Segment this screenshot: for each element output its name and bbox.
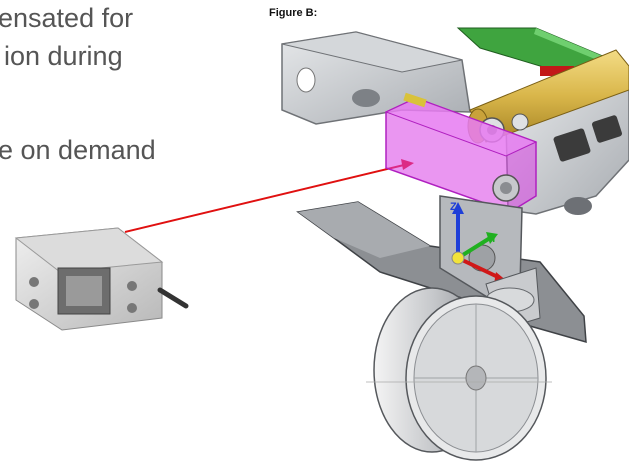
slide-text-line-1: ensated for xyxy=(0,3,134,33)
axis-label-z: Z xyxy=(450,201,457,213)
slide-text-line-3: e on demand xyxy=(0,135,156,165)
load-cell-mount-highlight xyxy=(384,92,538,213)
figure-title: Figure B: xyxy=(269,7,318,19)
slide-text-line-2: ion during xyxy=(4,41,123,71)
connector-arrow xyxy=(124,164,405,233)
caster-wheel xyxy=(366,287,552,461)
axis-label-y: Y xyxy=(490,233,498,245)
load-cell-image xyxy=(0,222,200,370)
